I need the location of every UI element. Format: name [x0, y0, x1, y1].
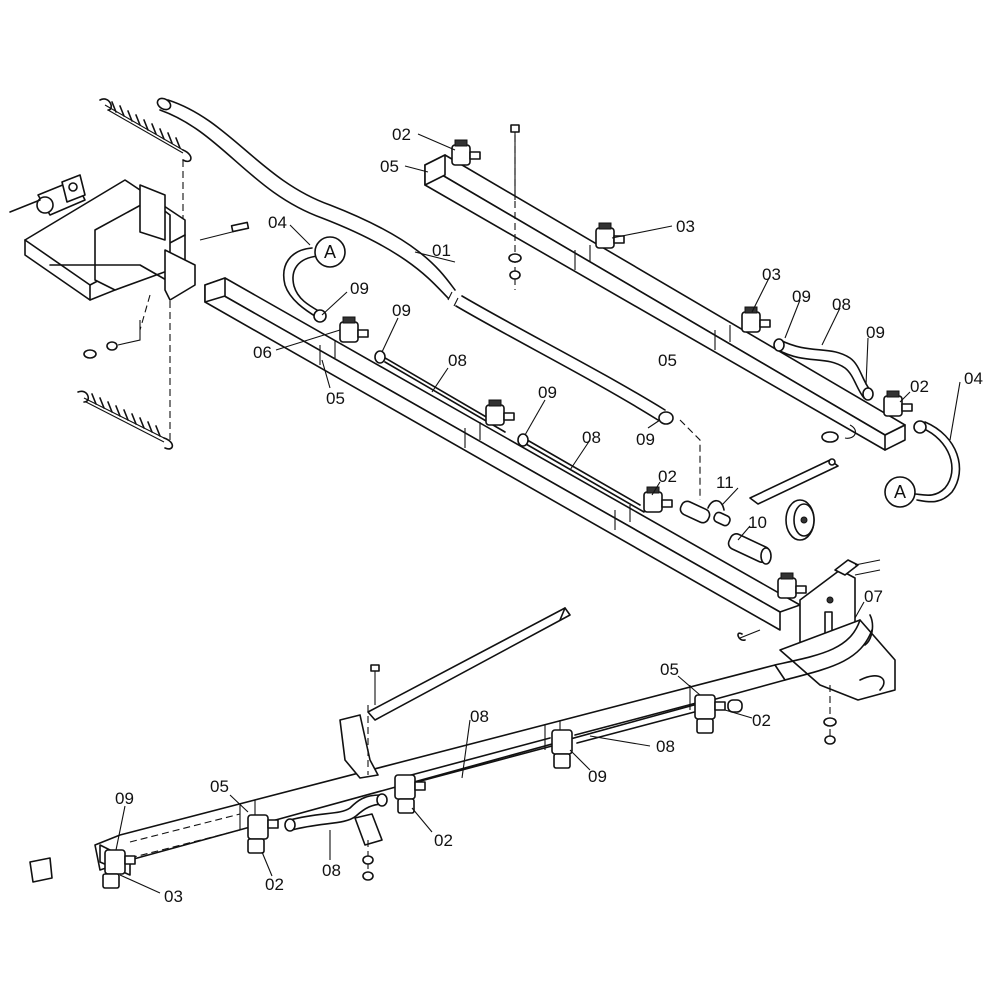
- mounting-bracket: [9, 174, 250, 359]
- part-label-05: 05: [326, 389, 345, 408]
- nozzle-valve-lower-5: [694, 694, 743, 734]
- part-label-05: 05: [658, 351, 677, 370]
- part-label-02: 02: [658, 467, 677, 486]
- part-label-09: 09: [636, 430, 655, 449]
- nozzle-valve-upper-3: [741, 306, 771, 333]
- part-label-07: 07: [864, 587, 883, 606]
- part-label-08: 08: [448, 351, 467, 370]
- part-label-09: 09: [392, 301, 411, 320]
- nozzle-valve-lower-4: [551, 729, 573, 769]
- part-label-04: 04: [964, 369, 983, 388]
- hose-clamp-09: [374, 350, 386, 364]
- part-label-03: 03: [164, 887, 183, 906]
- part-label-09: 09: [350, 279, 369, 298]
- callout-a-right: A: [884, 476, 916, 508]
- nozzle-valve-mid-4: [777, 572, 807, 599]
- part-label-09: 09: [866, 323, 885, 342]
- part-label-02: 02: [752, 711, 771, 730]
- nozzle-valve-mid-1: [339, 316, 369, 343]
- pulley-wheel: [785, 499, 815, 541]
- hose-connector-11: [679, 499, 731, 527]
- nozzle-valve-upper-4: [883, 390, 913, 417]
- part-label-05: 05: [380, 157, 399, 176]
- part-label-09: 09: [538, 383, 557, 402]
- callout-a-right-text: A: [894, 482, 906, 502]
- nozzle-valve-lower-1: [102, 849, 136, 889]
- part-label-02: 02: [434, 831, 453, 850]
- part-label-08: 08: [582, 428, 601, 447]
- hose-01: [156, 97, 701, 500]
- strap-arm: [749, 458, 839, 505]
- nozzle-valve-lower-2: [247, 814, 279, 854]
- nozzle-valve-mid-2: [485, 399, 515, 426]
- hose-08-upper-right: [773, 338, 874, 401]
- hose-connector-10: [727, 533, 772, 565]
- part-label-09: 09: [115, 789, 134, 808]
- part-label-06: 06: [253, 343, 272, 362]
- nozzle-valve-upper-2: [595, 222, 625, 249]
- part-label-04: 04: [268, 213, 287, 232]
- callout-a-left: A: [314, 236, 346, 268]
- hose-08-lower: [284, 793, 388, 832]
- part-label-08: 08: [832, 295, 851, 314]
- part-label-05: 05: [660, 660, 679, 679]
- part-label-11: 11: [716, 473, 734, 492]
- callout-a-left-text: A: [324, 242, 336, 262]
- part-labels: 01 02 05 03 04 09 06 05 09 08 09 08 09 0…: [115, 125, 983, 906]
- part-label-02: 02: [910, 377, 929, 396]
- part-label-05: 05: [210, 777, 229, 796]
- part-label-09: 09: [588, 767, 607, 786]
- leader-lines: [115, 133, 961, 894]
- spring-upper: [99, 98, 192, 163]
- part-label-08: 08: [322, 861, 341, 880]
- part-label-08: 08: [470, 707, 489, 726]
- part-label-02: 02: [392, 125, 411, 144]
- spring-lower: [77, 390, 174, 450]
- part-label-10: 10: [748, 513, 767, 532]
- part-label-01: 01: [432, 241, 451, 260]
- boom-middle: [204, 277, 801, 631]
- diagonal-strut: [367, 607, 571, 721]
- part-label-03: 03: [762, 265, 781, 284]
- lower-mount-bracket: [339, 664, 383, 881]
- part-label-09: 09: [792, 287, 811, 306]
- nozzle-valve-mid-3: [643, 486, 673, 513]
- part-label-02: 02: [265, 875, 284, 894]
- boom-upper-right: [424, 124, 906, 451]
- hose-clamp-09-b: [517, 433, 529, 447]
- part-label-08: 08: [656, 737, 675, 756]
- nozzle-valve-lower-3: [394, 774, 426, 814]
- hose-04-right: [913, 420, 961, 503]
- part-label-03: 03: [676, 217, 695, 236]
- hose-04-left: [283, 247, 327, 323]
- nozzle-valve-upper-1: [451, 139, 481, 166]
